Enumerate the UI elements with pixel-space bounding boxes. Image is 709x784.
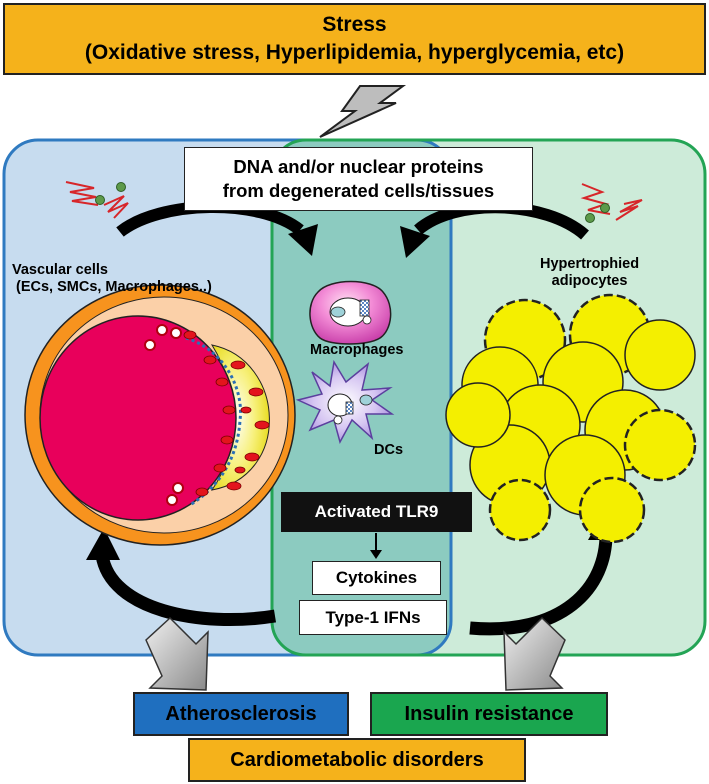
insulin-resistance-box: Insulin resistance	[370, 692, 608, 736]
down-arrow-icon	[145, 616, 209, 691]
tlr9-box: Activated TLR9	[281, 492, 472, 532]
cardiometabolic-label: Cardiometabolic disorders	[230, 748, 484, 771]
atherosclerosis-box: Atherosclerosis	[133, 692, 349, 736]
ifns-box: Type-1 IFNs	[299, 600, 447, 635]
tlr9-arrowhead	[370, 550, 382, 559]
atherosclerosis-label: Atherosclerosis	[165, 702, 317, 725]
lightning-bolt-icon	[319, 85, 407, 138]
curved-arrow-icon	[95, 553, 277, 627]
arrowhead	[86, 528, 120, 560]
dendritic-cell-icon	[295, 359, 395, 444]
adipocytes-label: Hypertrophied adipocytes	[540, 256, 639, 291]
dna-box-line1: DNA and/or nuclear proteins	[233, 155, 484, 177]
curved-arrow-icon	[469, 529, 613, 636]
arrowhead	[400, 226, 430, 258]
dna-box-line2: from degenerated cells/tissues	[222, 180, 495, 201]
ifns-label: Type-1 IFNs	[325, 607, 421, 627]
dna-fragment-icon	[580, 183, 643, 223]
stress-box: Stress (Oxidative stress, Hyperlipidemia…	[3, 3, 706, 75]
dna-fragment-icon	[65, 181, 129, 219]
vascular-label-line1: Vascular cells	[12, 262, 108, 278]
adipocyte-cluster-icon	[445, 293, 697, 544]
cardiometabolic-box: Cardiometabolic disorders	[188, 738, 526, 782]
vascular-cells-label: Vascular cells (ECs, SMCs, Macrophages..…	[12, 262, 212, 297]
vascular-label-line2: (ECs, SMCs, Macrophages..)	[16, 279, 212, 296]
dna-box: DNA and/or nuclear proteins from degener…	[184, 147, 533, 211]
adipocytes-label-line1: Hypertrophied	[540, 256, 640, 272]
stress-title: Stress	[322, 12, 387, 36]
down-arrow-icon	[503, 616, 566, 691]
dcs-label: DCs	[374, 442, 404, 458]
cytokines-box: Cytokines	[312, 561, 441, 595]
stress-subtitle: (Oxidative stress, Hyperlipidemia, hyper…	[84, 41, 625, 64]
tlr9-label: Activated TLR9	[314, 502, 439, 521]
adipocytes-label-line2: adipocytes	[551, 273, 628, 290]
macrophage-icon	[309, 280, 392, 345]
arrowhead	[288, 224, 318, 256]
insulin-resistance-label: Insulin resistance	[404, 702, 574, 725]
macrophages-label: Macrophages	[310, 342, 404, 358]
blood-vessel-icon	[24, 284, 296, 546]
cytokines-label: Cytokines	[335, 568, 418, 587]
